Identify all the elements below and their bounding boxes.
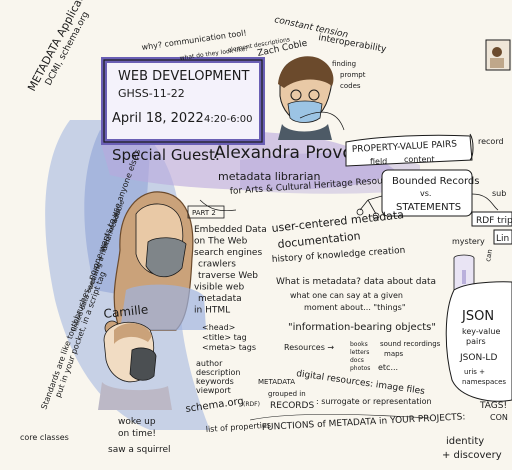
resources-label: Resources → xyxy=(284,343,334,352)
camille-name: Camille xyxy=(103,302,149,321)
namespaces-label: namespaces xyxy=(462,378,506,386)
what-one-say: what one can say at a given xyxy=(290,291,403,300)
can-fragment: can xyxy=(484,249,494,263)
bounded-arrow xyxy=(471,193,499,211)
bounded-vs: vs. xyxy=(420,189,431,198)
head-tags-group: <head><title> tag<meta> tags xyxy=(202,323,256,352)
codes-note: codes xyxy=(340,82,361,90)
rdf-note: (RDF) xyxy=(243,401,260,408)
con-label: CON xyxy=(490,413,508,422)
meta-field-3: viewport xyxy=(196,386,231,395)
camille-portrait xyxy=(113,191,206,331)
records-label: RECORDS xyxy=(270,401,314,411)
identity-label: identity xyxy=(446,436,484,447)
head-tag-1: <title> tag xyxy=(202,333,247,342)
what-is-metadata: What is metadata? data about data xyxy=(276,277,436,287)
mini-portrait-body xyxy=(490,58,504,68)
bounded-top: Bounded Records xyxy=(392,176,479,187)
part2-tag: PART 2 xyxy=(192,209,216,217)
lin-fragment: Lin xyxy=(496,234,509,244)
photos-label: photos xyxy=(350,365,370,372)
rdf-fragment: RDF trip xyxy=(476,216,512,226)
board-date: April 18, 2022 xyxy=(112,111,204,126)
head-tag-0: <head> xyxy=(202,323,235,332)
pv-box xyxy=(345,134,473,167)
moment-note: moment about... "things" xyxy=(304,303,406,312)
part2-line-4: traverse Web xyxy=(198,271,258,281)
info-bearing: "information-bearing objects" xyxy=(288,322,436,333)
part2-line-5: visible web xyxy=(194,283,245,293)
head-tag-2: <meta> tags xyxy=(202,343,256,352)
part2-line-2: search engines xyxy=(194,248,262,258)
mini-portrait-head xyxy=(492,47,502,57)
maps-label: maps xyxy=(384,350,404,358)
tags-label: TAGS! xyxy=(479,401,507,411)
bounded-box xyxy=(381,169,473,217)
json-bubble xyxy=(445,281,512,402)
meta-field-1: description xyxy=(196,368,240,377)
on-time-text: on time! xyxy=(118,429,156,439)
guest-name: Alexandra Provo xyxy=(214,143,353,163)
docs-label: docs xyxy=(350,357,364,364)
squiggle-1 xyxy=(299,111,345,131)
surrogate-label: : surrogate or representation xyxy=(316,397,432,406)
guest-label: Special Guest: xyxy=(112,146,220,164)
part2-tag-box xyxy=(187,205,225,219)
pv-field: field xyxy=(370,157,387,166)
jsonld-label: JSON-LD xyxy=(459,353,497,363)
etc-label: etc... xyxy=(378,363,398,372)
squiggle-2 xyxy=(199,199,237,212)
pv-bracket xyxy=(469,133,474,161)
books-label: books xyxy=(350,341,368,348)
meta-field-0: author xyxy=(196,359,223,368)
finding-note: finding xyxy=(332,60,356,68)
bounded-bottom: STATEMENTS xyxy=(396,202,461,213)
pv-content: content xyxy=(404,155,435,164)
part2-line-7: in HTML xyxy=(194,306,230,316)
functions-underline xyxy=(249,414,431,421)
lin-box xyxy=(493,229,512,245)
sound-label: sound recordings xyxy=(380,340,441,348)
board-line2: GHSS-11-22 xyxy=(118,87,185,100)
sub-fragment: sub xyxy=(492,189,506,198)
board-line1: WEB DEVELOPMENT xyxy=(118,69,249,84)
prompt-note: prompt xyxy=(340,71,366,79)
rdf-box xyxy=(471,211,512,227)
woke-up-text: woke up xyxy=(118,417,156,427)
node-a xyxy=(356,208,364,216)
squirrel-text: saw a squirrel xyxy=(108,445,171,455)
part2-line-1: on The Web xyxy=(194,237,248,247)
json-title: JSON xyxy=(461,309,494,324)
letters-label: letters xyxy=(350,349,369,356)
core-classes: core classes xyxy=(20,433,69,442)
metadata-label: METADATA xyxy=(258,378,295,386)
guest-role: metadata librarian xyxy=(218,170,320,183)
board-time: 4:20-6:00 xyxy=(204,114,253,125)
squirrel-person-portrait xyxy=(98,320,172,410)
part2-line-0: Embedded Data xyxy=(194,225,267,235)
json-pairs: pairs xyxy=(466,337,486,346)
json-kv: key-value xyxy=(462,327,500,336)
uris-label: uris + xyxy=(464,368,485,376)
part2-line-3: crawlers xyxy=(198,260,236,270)
node-b xyxy=(372,212,380,220)
board-outline xyxy=(103,59,263,143)
grouped-label: grouped in xyxy=(268,390,306,398)
zach-portrait xyxy=(278,56,334,140)
bounded-connector xyxy=(359,195,383,215)
part2-line-6: metadata xyxy=(198,294,242,304)
mystery-fragment: mystery xyxy=(452,237,485,246)
meta-field-2: keywords xyxy=(196,377,234,386)
pv-record: record xyxy=(478,137,504,146)
discovery-label: + discovery xyxy=(442,450,502,461)
